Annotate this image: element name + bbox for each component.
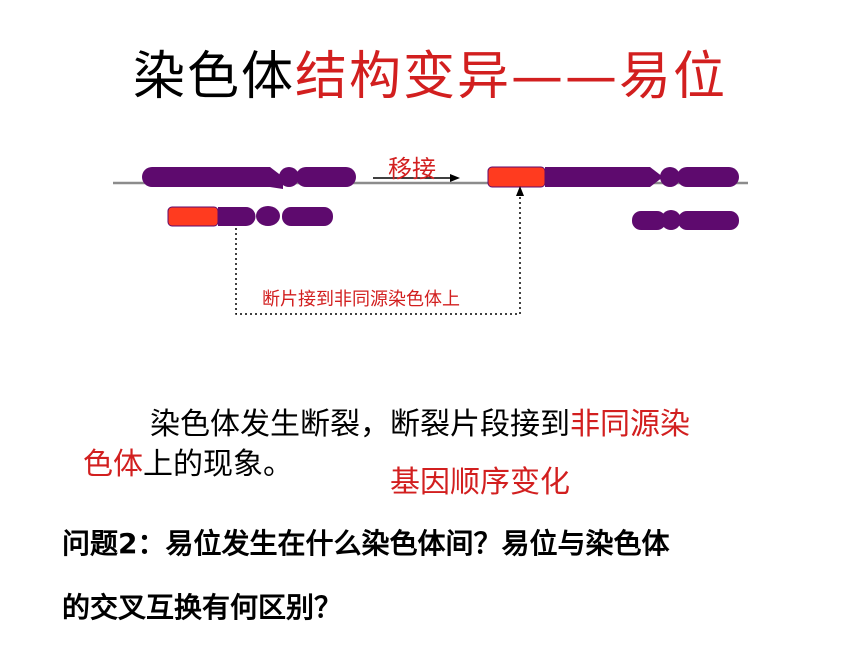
chromosome-left-bottom-arm	[218, 207, 256, 226]
paragraph-line-1-red: 非同源染	[570, 407, 690, 442]
original-fragment	[167, 206, 219, 227]
chromosome-left-bottom-short-arm	[282, 207, 333, 226]
paragraph-line-2: 色体上的现象。	[83, 445, 293, 485]
chromosome-left-top-long-arm	[142, 167, 283, 189]
chromosome-right-bottom-centromere	[661, 210, 681, 230]
gene-order-note: 基因顺序变化	[390, 465, 570, 500]
question-line-2: 的交叉互换有何区别？	[62, 591, 343, 624]
chromosome-right-bottom-short-arm	[678, 211, 739, 230]
move-arrow-head	[450, 174, 460, 182]
chromosome-left-top-centromere	[279, 167, 299, 187]
move-label: 移接	[388, 155, 436, 183]
question-line-1: 问题2：易位发生在什么染色体间？易位与染色体	[62, 527, 670, 560]
chromosome-right-top	[487, 166, 739, 188]
chromosome-right-top-short-arm	[677, 167, 739, 187]
chromosome-left-top-short-arm	[296, 167, 356, 187]
paragraph-line-1-black: 染色体发生断裂，断裂片段接到	[150, 407, 570, 442]
translocated-fragment	[487, 166, 546, 188]
chromosome-left-top	[142, 167, 356, 189]
dotted-connector	[235, 193, 521, 315]
chromosome-right-bottom	[632, 210, 739, 230]
chromosome-right-top-long-arm	[545, 167, 663, 187]
chromosome-left-bottom	[167, 206, 333, 227]
paragraph-line-2-red: 色体	[83, 447, 143, 482]
question-block: 问题2：易位发生在什么染色体间？易位与染色体 的交叉互换有何区别？	[62, 512, 822, 640]
paragraph-line-1: 染色体发生断裂，断裂片段接到非同源染	[150, 405, 690, 445]
dotted-arrow-head	[516, 186, 524, 196]
dotted-label: 断片接到非同源染色体上	[262, 289, 460, 310]
chromosome-left-bottom-centromere	[256, 206, 280, 226]
title-part-black: 染色体	[132, 47, 295, 107]
page-title: 染色体结构变异——易位	[0, 42, 860, 112]
paragraph-line-2-black: 上的现象。	[143, 447, 293, 482]
title-part-red: 结构变异——易位	[295, 47, 728, 107]
chromosome-right-bottom-arm	[632, 211, 666, 230]
chromosome-right-top-centromere	[660, 167, 680, 187]
